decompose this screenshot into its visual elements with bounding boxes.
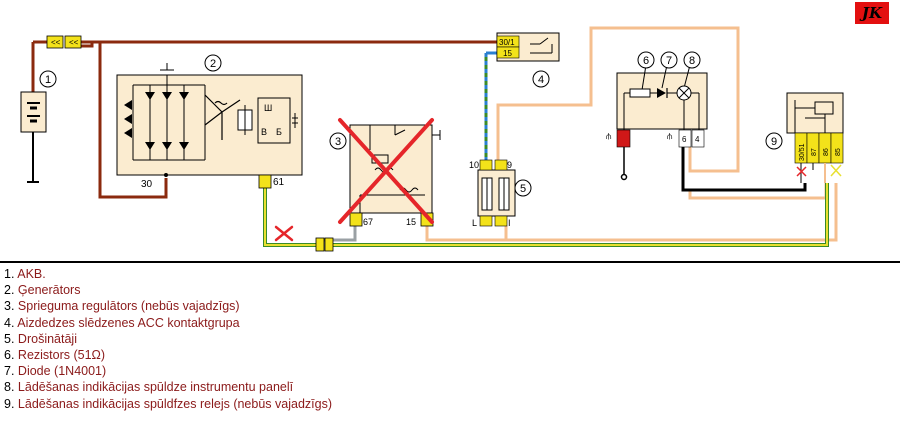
legend-item: 4. Aizdedzes slēdzenes ACC kontaktgrupa xyxy=(4,315,332,331)
legend-item-text: Sprieguma regulātors (nebūs vajadzīgs) xyxy=(17,299,240,314)
legend-item-number: 9. xyxy=(4,396,15,411)
relay-terminal-85-label: 85 xyxy=(835,148,842,156)
legend-item: 3. Sprieguma regulātors (nebūs vajadzīgs… xyxy=(4,298,332,314)
svg-text:5: 5 xyxy=(520,183,526,195)
reg-terminal-67-label: 67 xyxy=(363,217,373,227)
diode-symbol xyxy=(657,88,666,98)
svg-text:4: 4 xyxy=(538,74,544,86)
separator-line xyxy=(0,261,900,263)
fuse-terminal-l-label: L xyxy=(472,218,477,228)
legend-item: 1. AKB. xyxy=(4,266,332,282)
legend-item: 8. Lādēšanas indikācijas spūldze instrum… xyxy=(4,379,332,395)
legend-item: 5. Drošinātāji xyxy=(4,331,332,347)
legend-item: 7. Diode (1N4001) xyxy=(4,363,332,379)
callout-2: 2 xyxy=(204,54,222,72)
callout-3: 3 xyxy=(329,132,347,150)
callout-1: 1 xyxy=(39,70,57,88)
legend-item: 2. Ģenerātors xyxy=(4,282,332,298)
legend-item-number: 8. xyxy=(4,380,15,395)
callout-5: 5 xyxy=(514,179,532,197)
legend-item-text: Ģenerātors xyxy=(17,283,81,298)
svg-text:<<: << xyxy=(51,38,61,47)
relay-terminal-86-label: 86 xyxy=(823,148,830,156)
dplus-connector xyxy=(315,237,334,252)
svg-text:1: 1 xyxy=(45,74,51,86)
gen-terminal-sh-label: Ш xyxy=(264,103,272,113)
legend-item-number: 5. xyxy=(4,331,15,346)
callout-9: 9 xyxy=(765,132,783,150)
ignition-switch-acc: 30/1 15 xyxy=(496,32,560,62)
lamp-pin-4-label: 4 xyxy=(695,135,700,144)
lamp-symbol xyxy=(676,85,692,101)
relay-terminal-87-label: 87 xyxy=(811,148,818,156)
callout-7: 7 xyxy=(660,51,678,69)
legend-item-number: 3. xyxy=(4,299,15,314)
legend-item-number: 6. xyxy=(4,348,15,363)
relay-terminal-30-51-label: 30/51 xyxy=(799,143,806,161)
svg-text:2: 2 xyxy=(210,58,216,70)
charge-indicator-circuit: 6 4 ⫛ ⫛ xyxy=(606,64,708,148)
callout-6: 6 xyxy=(637,51,655,69)
site-logo: JK xyxy=(855,2,889,24)
svg-text:<<: << xyxy=(69,38,79,47)
legend-item: 6. Rezistors (51Ω) xyxy=(4,347,332,363)
fuse-block: 10 9 L I xyxy=(469,159,516,228)
voltage-regulator: 67 15 xyxy=(338,118,441,227)
wire-brown-battery-generator xyxy=(31,40,497,199)
reg-terminal-15-label: 15 xyxy=(406,217,416,227)
legend-item-number: 2. xyxy=(4,283,15,298)
legend-item-text: Aizdedzes slēdzenes ACC kontaktgrupa xyxy=(17,315,240,330)
charge-indicator-relay: 30/51 87 86 85 xyxy=(786,92,844,183)
callout-4: 4 xyxy=(532,70,550,88)
ign-terminal-30-1-label: 30/1 xyxy=(499,38,515,47)
legend-item-text: Diode (1N4001) xyxy=(17,364,107,379)
lamp-pin-6-label: 6 xyxy=(682,135,687,144)
callout-8: 8 xyxy=(683,51,701,69)
svg-text:9: 9 xyxy=(771,136,777,148)
svg-text:⫛: ⫛ xyxy=(667,131,673,141)
fuse-terminal-i-label: I xyxy=(508,218,511,228)
legend-item-text: AKB. xyxy=(17,267,46,281)
legend-item-text: Rezistors (51Ω) xyxy=(17,348,106,363)
battery-connector: << << xyxy=(46,35,82,49)
legend-item-text: Drošinātāji xyxy=(17,331,77,346)
dplus-cut-mark xyxy=(274,225,294,242)
gen-terminal-v-label: B xyxy=(261,127,267,137)
wire-yellow-green-dplus xyxy=(263,183,829,247)
fuse-terminal-9-label: 9 xyxy=(507,160,512,170)
legend-item-number: 1. xyxy=(4,267,15,281)
svg-text:7: 7 xyxy=(666,55,672,67)
gen-terminal-30-label: 30 xyxy=(141,179,153,190)
ign-terminal-15-label: 15 xyxy=(503,49,512,58)
gen-terminal-61-label: 61 xyxy=(273,177,285,188)
wire-black-lamp-relay xyxy=(681,147,807,192)
wire-lamp-ground xyxy=(620,145,628,181)
legend-item-text: Lādēšanas indikācijas spūldfzes relejs (… xyxy=(17,396,332,411)
svg-text:⫛: ⫛ xyxy=(606,131,612,141)
legend-item-text: Lādēšanas indikācijas spūldze instrument… xyxy=(17,380,294,395)
wire-battery-ground xyxy=(27,132,39,183)
legend-item-number: 4. xyxy=(4,315,15,330)
legend-item: 9. Lādēšanas indikācijas spūldfzes relej… xyxy=(4,396,332,412)
battery xyxy=(20,91,47,133)
wiring-diagram: << << xyxy=(20,26,844,252)
fuse-terminal-10-label: 10 xyxy=(469,160,479,170)
gen-terminal-b-label: Б xyxy=(276,127,282,137)
svg-text:6: 6 xyxy=(643,55,649,67)
svg-text:3: 3 xyxy=(335,136,341,148)
generator: Ш B Б 30 61 xyxy=(116,63,303,190)
regulator-cross-mark xyxy=(338,118,434,224)
resistor-symbol xyxy=(629,88,651,98)
legend-item-number: 7. xyxy=(4,364,15,379)
svg-text:8: 8 xyxy=(689,55,695,67)
